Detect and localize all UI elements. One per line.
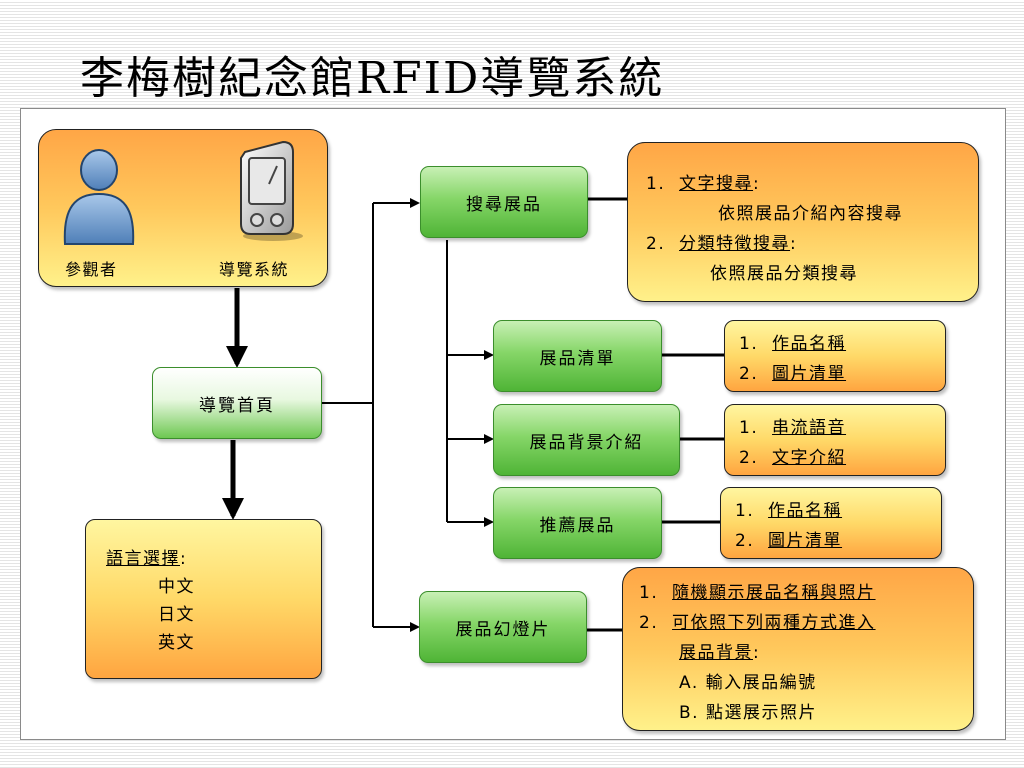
- home-page-node[interactable]: 導覽首頁: [152, 367, 322, 439]
- slideshow-sub-a-num: A.: [679, 673, 699, 693]
- recommend-item-1-num: 1.: [735, 501, 755, 521]
- recommend-item-2-text: 圖片清單: [768, 531, 843, 551]
- slideshow-item-2-text: 可依照下列兩種方式進入: [672, 613, 876, 633]
- slideshow-sub-a: A. 輸入展品編號: [679, 668, 817, 693]
- exhibit-list-details: 1. 作品名稱 2. 圖片清單: [724, 320, 946, 392]
- slideshow-item-2-num: 2.: [639, 613, 659, 633]
- search-details-box: 1. 文字搜尋: 依照展品介紹內容搜尋 2. 分類特徵搜尋: 依照展品分類搜尋: [627, 142, 979, 302]
- slideshow-item-1-text: 隨機顯示展品名稱與照片: [672, 583, 876, 603]
- search-item-2: 2. 分類特徵搜尋:: [646, 229, 797, 254]
- category-search-desc: 依照展品分類搜尋: [710, 264, 858, 284]
- search-item-1-colon: :: [753, 174, 761, 194]
- recommended-exhibits-node[interactable]: 推薦展品: [493, 487, 662, 559]
- slideshow-item-1: 1. 隨機顯示展品名稱與照片: [639, 578, 876, 603]
- search-item-1: 1. 文字搜尋:: [646, 169, 760, 194]
- recommend-item-1-text: 作品名稱: [768, 501, 843, 521]
- background-item-1-text: 串流語音: [772, 418, 847, 438]
- visitor-system-box: 參觀者 導覽系統: [38, 129, 328, 287]
- background-item-1: 1. 串流語音: [739, 413, 846, 438]
- slideshow-item-1-num: 1.: [639, 583, 659, 603]
- search-item-2-colon: :: [790, 234, 798, 254]
- exhibit-list-node[interactable]: 展品清單: [493, 320, 662, 392]
- search-item-1-num: 1.: [646, 174, 666, 194]
- language-option-chinese[interactable]: 中文: [158, 577, 195, 597]
- pda-device-icon: [240, 140, 303, 241]
- recommend-item-2-num: 2.: [735, 531, 755, 551]
- slide-title: 李梅樹紀念館RFID導覽系統: [80, 53, 665, 104]
- background-item-2-text: 文字介紹: [772, 448, 847, 468]
- language-heading: 語言選擇: [106, 549, 180, 569]
- visitor-label: 參觀者: [65, 260, 118, 279]
- list-item-2-text: 圖片清單: [772, 364, 847, 384]
- list-item-1-text: 作品名稱: [772, 334, 847, 354]
- exhibit-slideshow-node[interactable]: 展品幻燈片: [419, 591, 587, 663]
- slideshow-sub-a-text: 輸入展品編號: [705, 673, 817, 693]
- slideshow-sub-b-text: 點選展示照片: [705, 703, 817, 723]
- list-item-1-num: 1.: [739, 334, 759, 354]
- slideshow-item-2-text2: 展品背景: [679, 643, 753, 663]
- list-item-2: 2. 圖片清單: [739, 359, 846, 384]
- language-colon: :: [180, 549, 188, 569]
- slideshow-sub-b-num: B.: [679, 703, 700, 723]
- search-item-2-num: 2.: [646, 234, 666, 254]
- background-item-2-num: 2.: [739, 448, 759, 468]
- text-search-title: 文字搜尋: [679, 174, 754, 194]
- list-item-1: 1. 作品名稱: [739, 329, 846, 354]
- search-exhibits-node[interactable]: 搜尋展品: [420, 166, 588, 238]
- slideshow-item-2-colon: :: [753, 643, 761, 663]
- background-item-1-num: 1.: [739, 418, 759, 438]
- language-heading-line: 語言選擇:: [106, 544, 187, 569]
- text-search-desc: 依照展品介紹內容搜尋: [718, 204, 903, 224]
- slideshow-sub-b: B. 點選展示照片: [679, 698, 817, 723]
- language-option-japanese[interactable]: 日文: [158, 605, 195, 625]
- slideshow-details-box: 1. 隨機顯示展品名稱與照片 2. 可依照下列兩種方式進入 展品背景: A. 輸…: [622, 567, 974, 731]
- exhibit-background-node[interactable]: 展品背景介紹: [493, 404, 680, 476]
- language-selection-box: 語言選擇: 中文 日文 英文: [85, 519, 322, 679]
- list-item-2-num: 2.: [739, 364, 759, 384]
- recommend-item-1: 1. 作品名稱: [735, 496, 842, 521]
- slideshow-item-2-cont: 展品背景:: [679, 638, 760, 663]
- language-option-english[interactable]: 英文: [158, 633, 195, 653]
- exhibit-background-details: 1. 串流語音 2. 文字介紹: [724, 404, 946, 476]
- system-label: 導覽系統: [219, 260, 290, 279]
- recommend-item-2: 2. 圖片清單: [735, 526, 842, 551]
- category-search-title: 分類特徵搜尋: [679, 234, 791, 254]
- recommended-exhibits-details: 1. 作品名稱 2. 圖片清單: [720, 487, 942, 559]
- background-item-2: 2. 文字介紹: [739, 443, 846, 468]
- slideshow-item-2: 2. 可依照下列兩種方式進入: [639, 608, 876, 633]
- visitor-icon: [63, 149, 135, 245]
